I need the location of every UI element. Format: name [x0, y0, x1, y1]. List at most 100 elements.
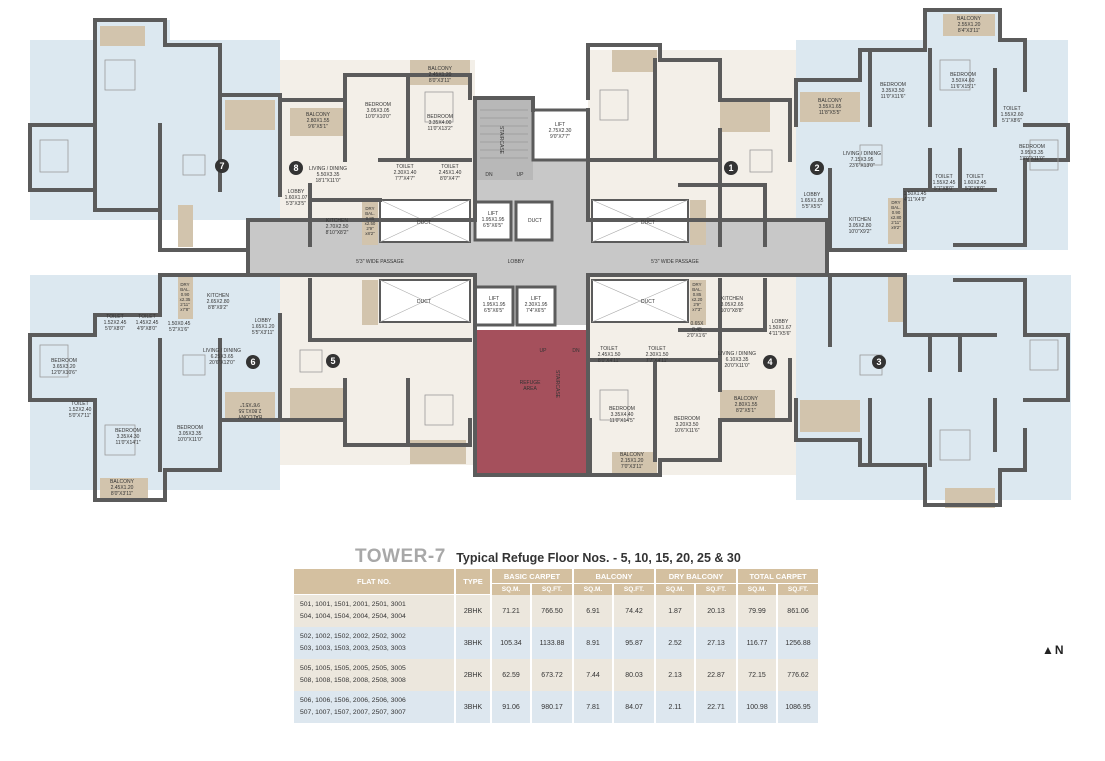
header-dry-balcony: DRY BALCONY [656, 569, 737, 584]
stair-bot-label: STAIRCASE [554, 370, 560, 399]
flat-numbers-cell: 506, 1006, 1506, 2006, 2506, 3006 507, 10… [294, 691, 454, 723]
flat-zones [30, 12, 1071, 500]
north-indicator: ▲N [1042, 643, 1064, 657]
total-carpet-sqft-cell: 1256.88 [778, 627, 819, 659]
tower-title: TOWER-7 [355, 546, 446, 567]
flat-1-zone [588, 50, 796, 220]
total-carpet-sqft-cell: 1086.95 [778, 691, 819, 723]
balcony-sqft-cell: 84.07 [614, 691, 655, 723]
header-sqft: SQ.FT. [778, 584, 819, 595]
flat-badge-6 [246, 355, 260, 369]
dry-balcony-sqft-cell: 22.87 [696, 659, 737, 691]
dry-balcony-sqft-cell: 20.13 [696, 595, 737, 627]
header-sqft: SQ.FT. [532, 584, 573, 595]
flat-badge-3 [872, 355, 886, 369]
balcony-sqm-cell: 8.91 [574, 627, 613, 659]
lift-mid-2 [514, 200, 554, 242]
balcony-sqm-cell: 7.81 [574, 691, 613, 723]
flat-list-line: 507, 1007, 1507, 2007, 2507, 3007 [300, 709, 406, 716]
lobby-center-label: LOBBY [508, 259, 525, 265]
room-label-f5-mirror: BALCONY2.80X1.559'6"X5'1" [237, 401, 262, 419]
type-cell: 2BHK [456, 595, 490, 627]
stair-bot-dn: DN [572, 348, 580, 354]
stair-bot-up: UP [540, 348, 548, 354]
furniture [39, 59, 1059, 461]
stair-top-up: UP [517, 172, 525, 178]
flat-list-line: 502, 1002, 1502, 2002, 2502, 3002 [300, 633, 406, 640]
duct-tr-label: DUCT [641, 220, 655, 226]
basic-carpet-sqm-cell: 62.59 [492, 659, 530, 691]
balcony-sqm-cell: 7.44 [574, 659, 613, 691]
passage-right-label: 5'3" WIDE PASSAGE [651, 259, 699, 265]
basic-carpet-sqm-cell: 105.34 [492, 627, 530, 659]
duct-br-label: DUCT [641, 299, 655, 305]
flat-number-8: 8 [293, 163, 298, 173]
staircase-top [475, 98, 533, 180]
header-sqm: SQ.M. [656, 584, 695, 595]
duct-tl-label: DUCT [417, 220, 431, 226]
flat-6-zone [30, 275, 280, 490]
total-carpet-sqm-cell: 100.98 [738, 691, 777, 723]
total-carpet-sqft-cell: 861.06 [778, 595, 819, 627]
basic-carpet-sqm-cell: 91.06 [492, 691, 530, 723]
plan-heading: TOWER-7 Typical Refuge Floor Nos. - 5, 1… [355, 546, 741, 568]
header-balcony: BALCONY [574, 569, 655, 584]
flat-list-line: 506, 1006, 1506, 2006, 2506, 3006 [300, 697, 406, 704]
total-carpet-sqm-cell: 79.99 [738, 595, 777, 627]
flat-number-2: 2 [814, 163, 819, 173]
north-label: N [1054, 643, 1064, 657]
flat-number-1: 1 [728, 163, 733, 173]
balcony-sqft-cell: 80.03 [614, 659, 655, 691]
flat-list-line: 504, 1004, 1504, 2004, 2504, 3004 [300, 613, 406, 620]
passage-left-label: 5'3" WIDE PASSAGE [356, 259, 404, 265]
header-sqm: SQ.M. [738, 584, 777, 595]
header-sqm: SQ.M. [574, 584, 613, 595]
stair-top-dn: DN [485, 172, 493, 178]
basic-carpet-sqft-cell: 1133.88 [532, 627, 573, 659]
flat-3-zone [796, 275, 1071, 500]
basic-carpet-sqft-cell: 673.72 [532, 659, 573, 691]
lift-top [531, 108, 590, 162]
table-row: 506, 1006, 1506, 2006, 2506, 3006 507, 10… [294, 691, 819, 723]
basic-carpet-sqm-cell: 71.21 [492, 595, 530, 627]
refuge-area [476, 330, 588, 475]
lift-mid-1 [473, 200, 513, 242]
